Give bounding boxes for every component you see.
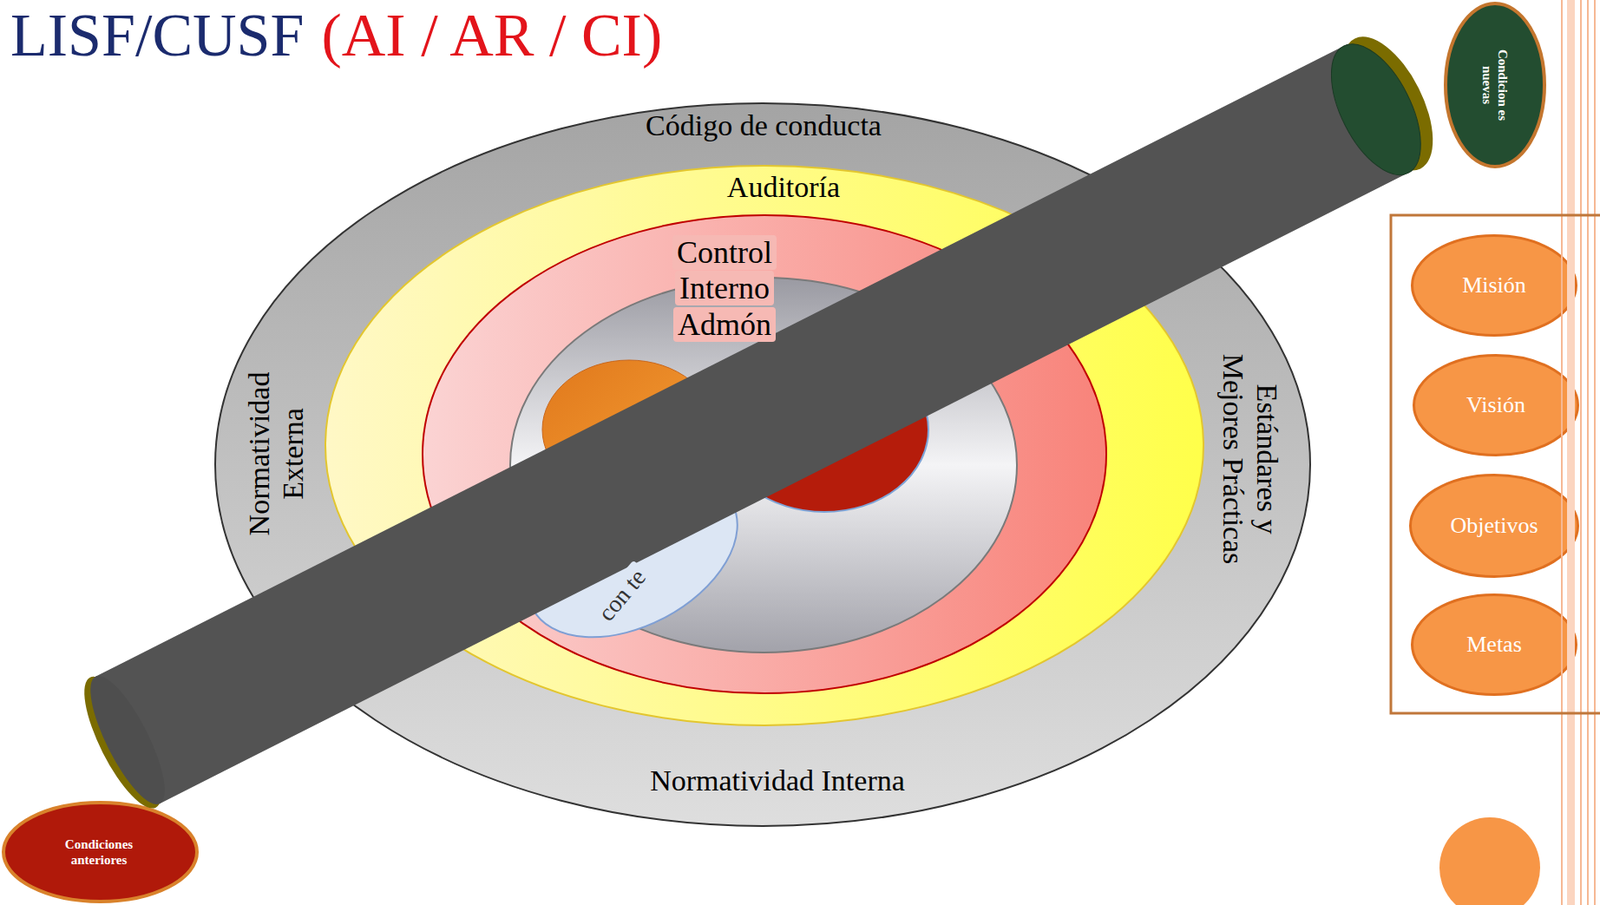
node-outline (515, 479, 750, 633)
audit-ring: con te Control Interno Admón Auditoría (324, 164, 1205, 727)
text-slot: Condiciones anteriores (42, 836, 156, 869)
cylinder-lens (1312, 30, 1439, 189)
text-slot: Objetivos (1449, 512, 1538, 539)
stripe-line (1560, 0, 1563, 905)
node-label: Control Interno Admón (672, 235, 777, 342)
text-slot: Misión (1462, 272, 1527, 299)
cylinder-face (77, 667, 179, 814)
node-label: Misión (1462, 272, 1527, 298)
text-slot: Visión (1466, 392, 1526, 419)
goal-ellipse: Visión (1412, 354, 1580, 457)
ellipse-outline (215, 103, 1311, 827)
stripe-line (1580, 0, 1582, 905)
slide-title: LISF/CUSF (10, 1, 304, 69)
text-slot: Auditoría (653, 170, 914, 204)
text-slot: Condicion es nuevas (1479, 48, 1512, 123)
node-outline (1443, 1, 1547, 169)
stripe-line (1586, 0, 1589, 905)
ellipse-outline (500, 441, 766, 670)
ellipse-outline (1445, 3, 1545, 167)
goal-ellipse: Metas (1410, 593, 1578, 696)
side-stripes (1561, 0, 1595, 905)
node-outline (214, 102, 1312, 827)
ellipse-outline (325, 165, 1204, 726)
stripe-band (1567, 0, 1575, 905)
node-label: Condiciones anteriores (65, 837, 133, 867)
text-slot: Código de conducta (581, 108, 946, 143)
node-label: Estándares y Mejores Prácticas (1217, 354, 1284, 565)
node-label: con te (590, 560, 655, 630)
goal-ellipse: Misión (1410, 234, 1578, 337)
node-label: Código de conducta (645, 109, 882, 142)
node-outline (1, 800, 199, 904)
node-label: Objetivos (1449, 512, 1538, 538)
ellipse-outline (1412, 595, 1577, 696)
text-slot: Normatividad Interna (595, 763, 960, 798)
text-slot: con te (590, 560, 656, 630)
text-slot: Estándares y Mejores Prácticas (1216, 337, 1285, 581)
node-label: Metas (1466, 631, 1522, 657)
title-suffix: (AI / AR / CI) (321, 1, 663, 69)
ellipse-outline (1410, 475, 1579, 578)
node-label: Visión (1466, 392, 1526, 418)
node-label: Condicion es nuevas (1480, 49, 1510, 121)
text-slot: Normatividad Externa (242, 349, 310, 558)
orange-dot (1439, 817, 1541, 905)
ellipse-outline (1412, 236, 1577, 336)
node-label: Normatividad Externa (242, 372, 309, 537)
ellipse-outline (3, 802, 197, 902)
group-frame (1390, 215, 1600, 714)
outer-ring: con te Control Interno Admón Auditoría Códi… (214, 102, 1312, 827)
ellipse-outline (422, 215, 1107, 694)
ellipse-outline (1414, 355, 1579, 456)
inner-ellipse: con te (515, 479, 750, 633)
red-ellipse (720, 347, 929, 512)
node-label: Normatividad Interna (649, 764, 905, 797)
text-slot: Metas (1466, 631, 1522, 658)
stripe-line (1593, 0, 1596, 905)
text-slot: Control Interno Admón (642, 235, 807, 343)
condition-ellipse: Condiciones anteriores (1, 800, 199, 904)
condition-ellipse: Condicion es nuevas (1443, 1, 1547, 169)
orange-ellipse (542, 360, 716, 499)
node-label: Auditoría (727, 170, 840, 204)
control-ring: con te Control Interno Admón (421, 214, 1108, 695)
goal-ellipse: Objetivos (1409, 473, 1580, 578)
